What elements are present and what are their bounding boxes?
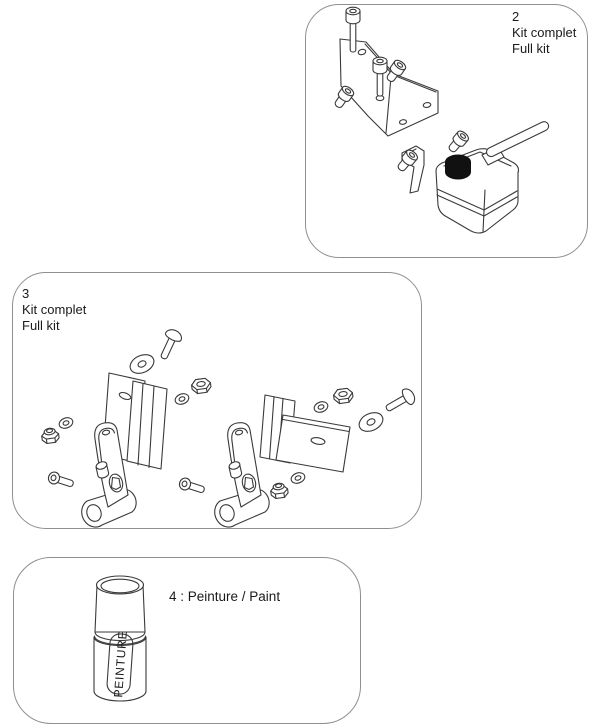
small-washer bbox=[173, 391, 191, 407]
paint-caption: 4 : Peinture / Paint bbox=[169, 589, 281, 604]
small-washer bbox=[57, 415, 75, 431]
kit2-label-fr: Kit complet bbox=[512, 25, 577, 40]
kit3-number: 3 bbox=[22, 286, 30, 301]
filler-cap bbox=[445, 154, 471, 180]
panel-kit-2: 2 Kit complet Full kit bbox=[305, 4, 588, 258]
mounting-bracket bbox=[339, 38, 439, 137]
kit3-label-en: Full kit bbox=[22, 318, 60, 333]
large-washer bbox=[355, 408, 387, 436]
bracket-tank-drawing bbox=[331, 6, 550, 234]
kit2-number: 2 bbox=[512, 9, 520, 24]
panel-kit-3: 3 Kit complet Full kit bbox=[12, 272, 422, 529]
spray-can: PEINTURE bbox=[93, 575, 147, 702]
panel-paint: PEINTURE 4 : Peinture / Paint bbox=[13, 557, 361, 724]
kit2-label-en: Full kit bbox=[512, 41, 550, 56]
button-head-bolt bbox=[46, 470, 76, 491]
nylock-nut bbox=[269, 481, 290, 500]
small-washer bbox=[312, 399, 330, 415]
dome-head-bolt bbox=[154, 326, 185, 363]
nylock-nut bbox=[40, 426, 61, 445]
spray-can-drawing: PEINTURE bbox=[93, 575, 147, 702]
mounting-kit-drawing bbox=[40, 326, 418, 528]
flange-bolt bbox=[445, 128, 471, 156]
hex-nut bbox=[190, 377, 213, 395]
dome-head-bolt bbox=[381, 385, 418, 417]
kit2-label: 2 Kit complet Full kit bbox=[512, 9, 576, 57]
button-head-bolt bbox=[177, 476, 207, 497]
small-washer bbox=[289, 470, 307, 486]
mounting-plate-right bbox=[259, 394, 351, 473]
hex-nut bbox=[332, 387, 355, 405]
kit3-label-fr: Kit complet bbox=[22, 302, 87, 317]
handle-rod bbox=[485, 121, 550, 158]
can-label-text: PEINTURE bbox=[111, 630, 130, 698]
large-washer bbox=[126, 350, 158, 378]
kit3-label: 3 Kit complet Full kit bbox=[22, 286, 86, 334]
can-label-group: PEINTURE bbox=[106, 630, 134, 698]
